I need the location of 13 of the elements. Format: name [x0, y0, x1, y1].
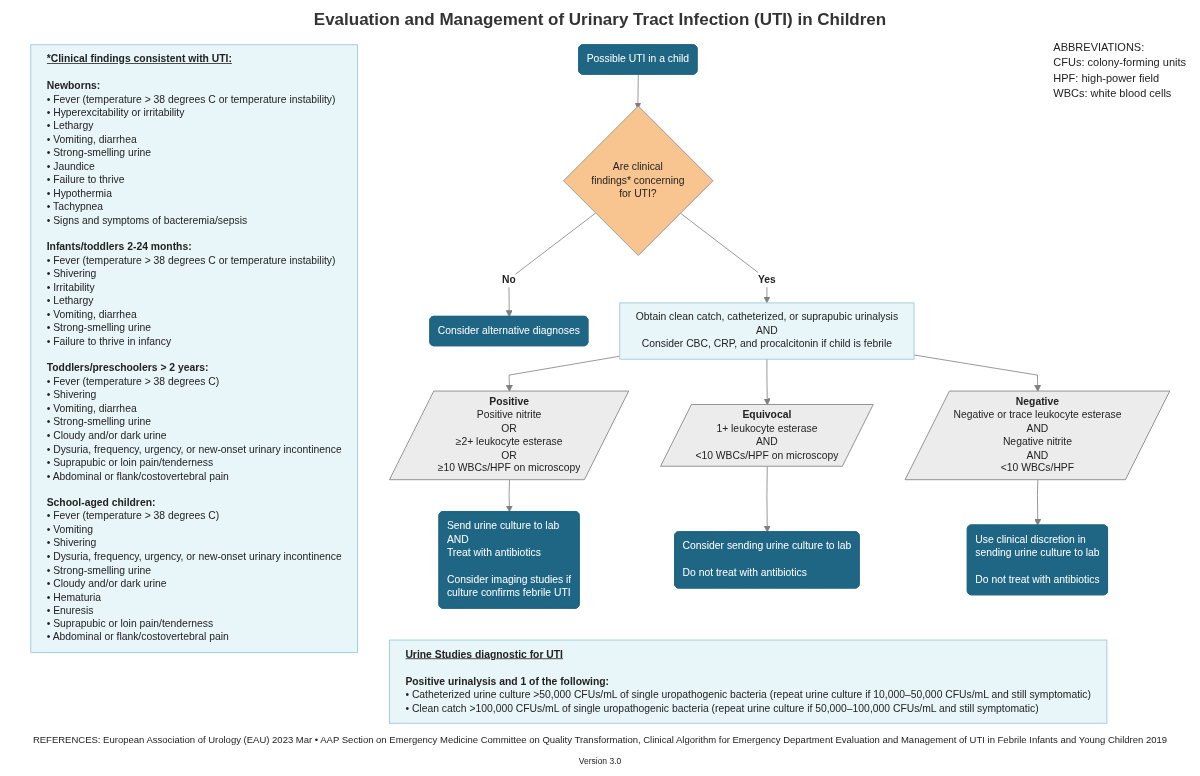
abbreviations-heading: ABBREVIATIONS:: [1053, 40, 1146, 55]
edge-label: No: [501, 273, 516, 285]
node-box: Urine Studies diagnostic for UTI Positive urinalysis and 1 of the following: • Catheterized urine culture >50,000 CFUs/mL of single uropathogenic bacteria (repeat urine culture if 10,000–50,000 CFUs/mL and still symptomatic) • Clean catch >100,000 CFUs/mL of single uropathogenic bacteria (repeat urine culture if 50,000–100,000 CFUs/mL and still symptomatic): [388, 639, 1108, 724]
references-note: REFERENCES: European Association of Urology (EAU) 2023 Mar • AAP Section on Emergency Medicine Committee on Quality Transformation, Clinical Algorithm for Emergency Department Evaluation and Management of UTI in Febrile Infants and Young Children 2019: [32, 734, 1168, 745]
abbreviation-definition: WBCs: white blood cells: [1053, 86, 1173, 102]
node-box: Obtain clean catch, catheterized, or suprapubic urinalysis AND Consider CBC, CRP, and procalcitonin if child is febrile: [619, 302, 915, 360]
title: Evaluation and Management of Urinary Tract Infection (UTI) in Children: [312, 10, 888, 30]
node-diamond: Are clinical findings* concerning for UTI?: [562, 105, 714, 256]
edge-label: Yes: [757, 273, 776, 285]
version-note: Version 3.0: [578, 756, 622, 766]
abbreviation-definition: CFUs: colony-forming units: [1053, 55, 1186, 71]
abbreviation-definition: HPF: high-power field: [1053, 70, 1161, 86]
node-box: *Clinical findings consistent with UTI: Newborns: • Fever (temperature > 38 degrees C or temperature instability) • Hyperexcitability or irritability • Lethargy • Vomiting, diarrhea • Strong-smelling urine • Jaundice • Failure to thrive • Hypothermia • Tachypnea • Signs and symptoms of bacteremia/sepsis Infants/toddlers 2-24 months: • Fever (temperature > 38 degrees C or temperature instability) • Shivering • Irritability • Lethargy • Vomiting, diarrhea • Strong-smelling urine • Failure to thrive in infancy Toddlers/preschoolers > 2 years: • Fever (temperature > 38 degrees C) • Shivering • Vomiting, diarrhea • Strong-smelling urine • Cloudy and/or dark urine • Dysuria, frequency, urgency, or new-onset urinary incontinence • Suprapubic or loin pain/tenderness • Abdominal or flank/costovertebral pain School-aged children: • Fever (temperature > 38 degrees C) • Vomiting • Shivering • Dysuria, frequency, urgency, or new-onset urinary incontinence • Strong-smelling urine • Cloudy and/or dark urine • Hematuria • Enuresis • Suprapubic or loin pain/tenderness • Abdominal or flank/costovertebral pain: [30, 44, 358, 653]
